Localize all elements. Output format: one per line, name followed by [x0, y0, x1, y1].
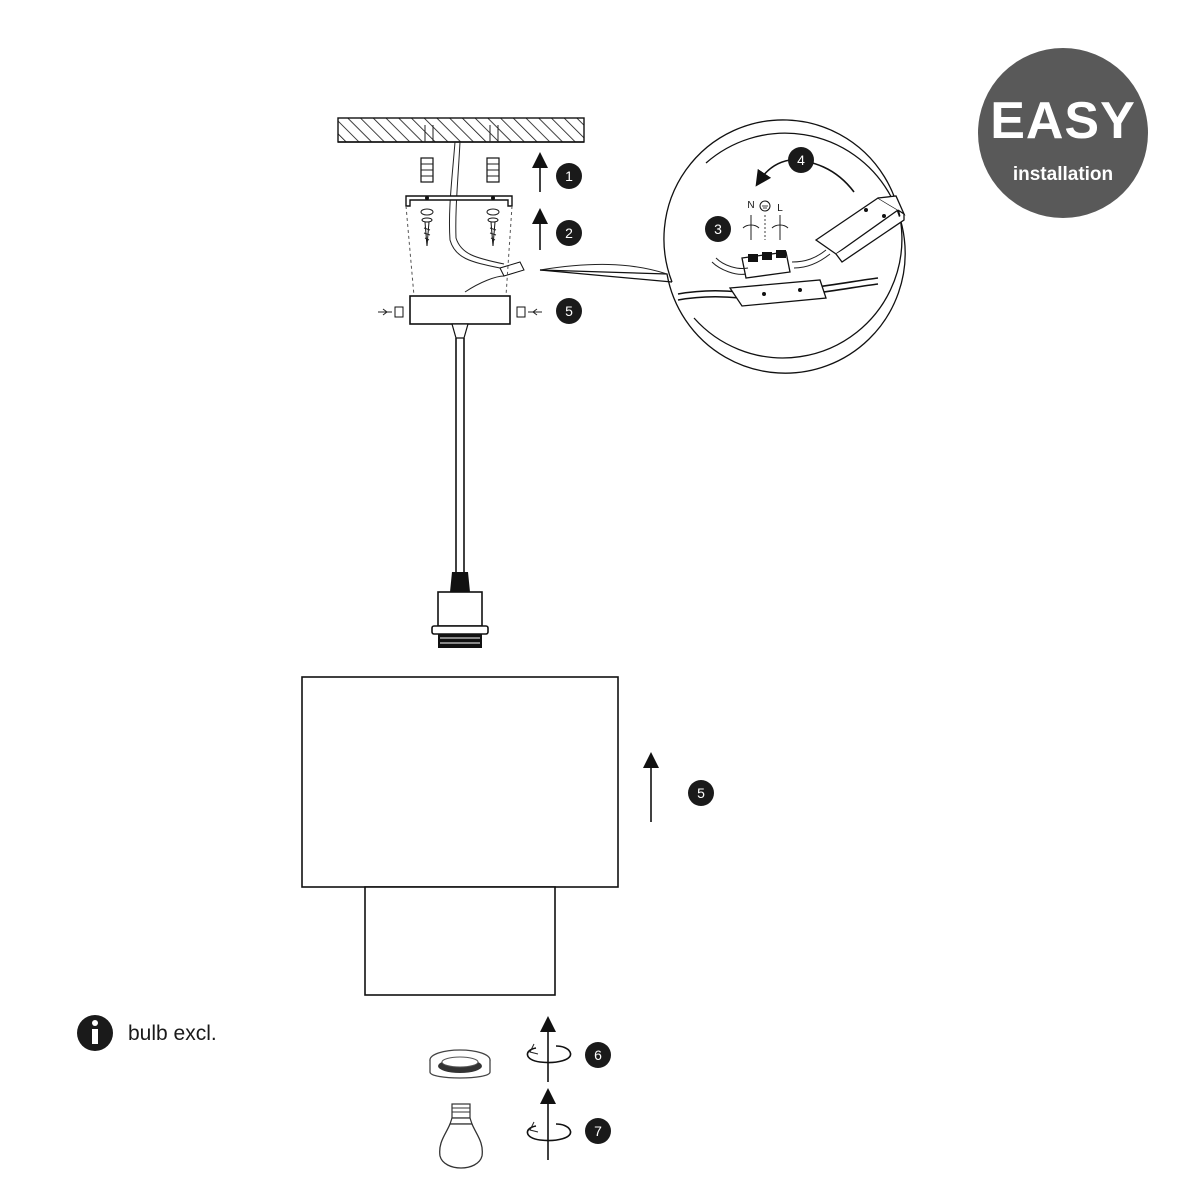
connector-clip	[814, 195, 906, 263]
step-6-marker: 6	[585, 1042, 611, 1068]
easy-installation-badge: EASY installation	[978, 48, 1148, 218]
info-icon	[77, 1015, 113, 1051]
earth-icon	[759, 200, 771, 212]
mounting-bracket	[405, 195, 513, 216]
step-5-shade-number: 5	[697, 785, 705, 801]
wiring-detail-callout	[539, 132, 906, 374]
step-3-marker: 3	[705, 216, 731, 242]
ceiling-cable	[424, 125, 525, 293]
ceiling-canopy	[409, 295, 511, 325]
rotate-arrow-6	[526, 1016, 572, 1082]
canopy-screw-left	[378, 306, 404, 318]
step-5-mount-number: 5	[565, 303, 573, 319]
step-2-marker: 2	[556, 220, 582, 246]
bulb-excluded-text: bulb excl.	[128, 1022, 217, 1045]
step-6-number: 6	[594, 1047, 602, 1063]
shade-ring	[429, 1049, 491, 1079]
rotate-arrow-7	[526, 1088, 572, 1160]
neutral-label: N	[747, 200, 754, 211]
step-3-number: 3	[714, 221, 722, 237]
pendant-cable	[451, 323, 469, 572]
wall-plug-right	[486, 157, 500, 183]
step-5-shade-marker: 5	[688, 780, 714, 806]
step-7-marker: 7	[585, 1118, 611, 1144]
lamp-shade	[301, 676, 619, 996]
ceiling	[337, 117, 585, 143]
step-7-number: 7	[594, 1123, 602, 1139]
screw-left	[421, 217, 433, 247]
terminal-block	[677, 249, 879, 307]
live-label: L	[777, 203, 783, 214]
lamp-holder	[431, 572, 489, 648]
step-2-number: 2	[565, 225, 573, 241]
screw-right	[487, 217, 499, 247]
badge-subtitle: installation	[1013, 164, 1113, 185]
step-5-mount-marker: 5	[556, 298, 582, 324]
step-4-marker: 4	[788, 147, 814, 173]
step-1-marker: 1	[556, 163, 582, 189]
wire-labels: N L	[742, 200, 789, 240]
step-4-number: 4	[797, 152, 805, 168]
light-bulb	[439, 1103, 483, 1169]
wiring-detail-circle	[539, 119, 903, 359]
wall-plug-left	[420, 157, 434, 183]
step-1-number: 1	[565, 168, 573, 184]
canopy-screw-right	[516, 306, 542, 318]
badge-title: EASY	[990, 92, 1136, 150]
bulb-note: bulb excl.	[77, 1015, 217, 1051]
